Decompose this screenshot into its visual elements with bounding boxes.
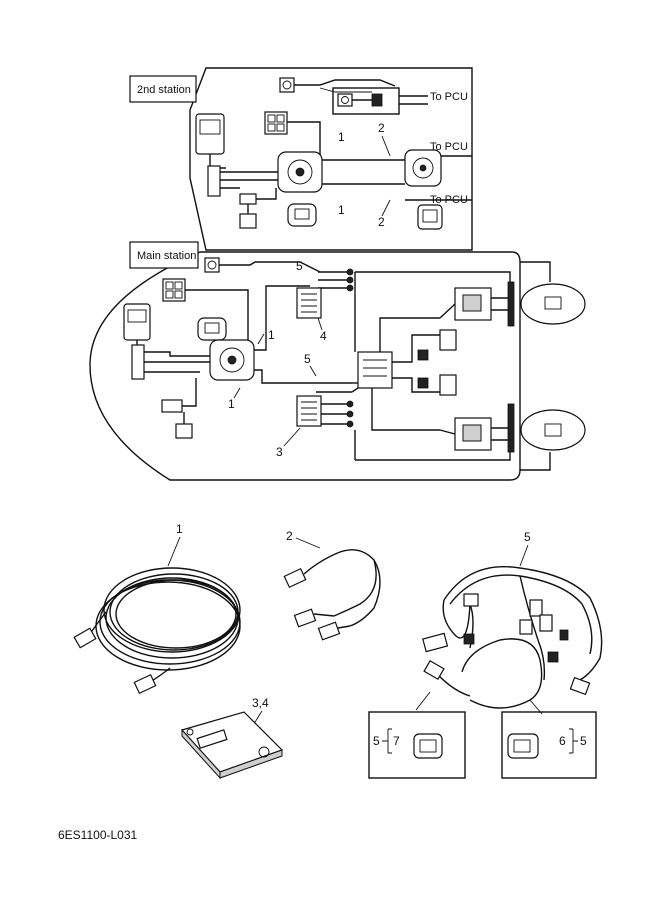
callout-1-a: 1 (338, 130, 345, 144)
remote-unit-lower (417, 204, 443, 230)
inner-connector-box (332, 87, 400, 115)
detail-right-callout-5: 5 (580, 734, 587, 748)
junction-box-3 (296, 395, 322, 427)
second-station-label-box (129, 75, 197, 103)
to-pcu-label-1: To PCU (430, 91, 468, 103)
detail-box-left (368, 711, 466, 779)
part-5-main-harness: 5 5 7 6 5 (368, 530, 603, 779)
main-station-label: Main station (137, 250, 196, 262)
part-34-junction-box: 3,4 (180, 696, 284, 780)
plug-second (287, 203, 317, 227)
callout-3: 3 (276, 445, 283, 459)
detail-left-callout-5: 5 (373, 734, 380, 748)
switch-panel (264, 111, 288, 135)
parts-callout-1: 1 (176, 522, 183, 536)
harness-5-plug-d (529, 599, 543, 617)
switch-main-top (204, 257, 220, 273)
to-pcu-label-2: To PCU (430, 141, 468, 153)
harness-5-plug-g (569, 676, 591, 696)
harness-2-plug-c (317, 621, 341, 641)
callout-1-c: 1 (268, 328, 275, 342)
callout-5-a: 5 (296, 259, 303, 273)
harness-5-plug-e (539, 614, 553, 632)
harness-5-plug-f (519, 619, 533, 635)
callout-5-b: 5 (304, 352, 311, 366)
switch-top (279, 77, 295, 93)
second-station-label: 2nd station (137, 84, 191, 96)
relay-lower (439, 374, 457, 396)
parts-callout-34: 3,4 (252, 696, 269, 710)
callout-2-b: 2 (378, 215, 385, 229)
part-1-cable-coil: 1 (73, 522, 241, 695)
relay-upper (439, 329, 457, 351)
harness-5-plug-c (463, 593, 479, 607)
callout-4: 4 (320, 329, 327, 343)
engine-oval-upper (520, 283, 586, 325)
junction-box-port (196, 729, 228, 749)
cable-plug-left (73, 627, 97, 649)
detail-left-callout-7: 7 (393, 734, 400, 748)
parts-callout-5: 5 (524, 530, 531, 544)
plug-main (197, 317, 227, 341)
harness-5-plug-a (422, 632, 449, 653)
second-station-panel: 2nd station To PCU (129, 67, 473, 251)
connector-strip-main (131, 344, 145, 380)
engine-oval-lower (520, 409, 586, 451)
callout-2-a: 2 (378, 121, 385, 135)
to-pcu-label-3: To PCU (430, 194, 468, 206)
detail-right-callout-6: 6 (559, 734, 566, 748)
parts-callout-2: 2 (286, 529, 293, 543)
callout-1-d: 1 (228, 397, 235, 411)
actuator-upper (454, 287, 492, 321)
main-station-panel: Main station 5 4 (89, 241, 586, 481)
connector-strip-second (207, 165, 221, 197)
part-2-y-harness: 2 (283, 529, 381, 641)
actuator-lower (454, 417, 492, 451)
key-switch-main (161, 399, 183, 413)
cable-plug-right (133, 673, 157, 695)
callout-1-b: 1 (338, 203, 345, 217)
harness-5-plug-b (423, 659, 445, 681)
distribution-block (357, 351, 393, 389)
key-switch-second (239, 213, 257, 229)
figure-code: 6ES1100-L031 (58, 828, 138, 842)
main-station-label-box (129, 241, 199, 269)
junction-box-4 (296, 287, 322, 319)
harness-2-plug-a (283, 567, 307, 589)
detail-box-right (501, 711, 597, 779)
connector-7-detail (413, 733, 443, 759)
connector-6-detail (507, 733, 539, 759)
harness-2-plug-b (293, 608, 317, 628)
